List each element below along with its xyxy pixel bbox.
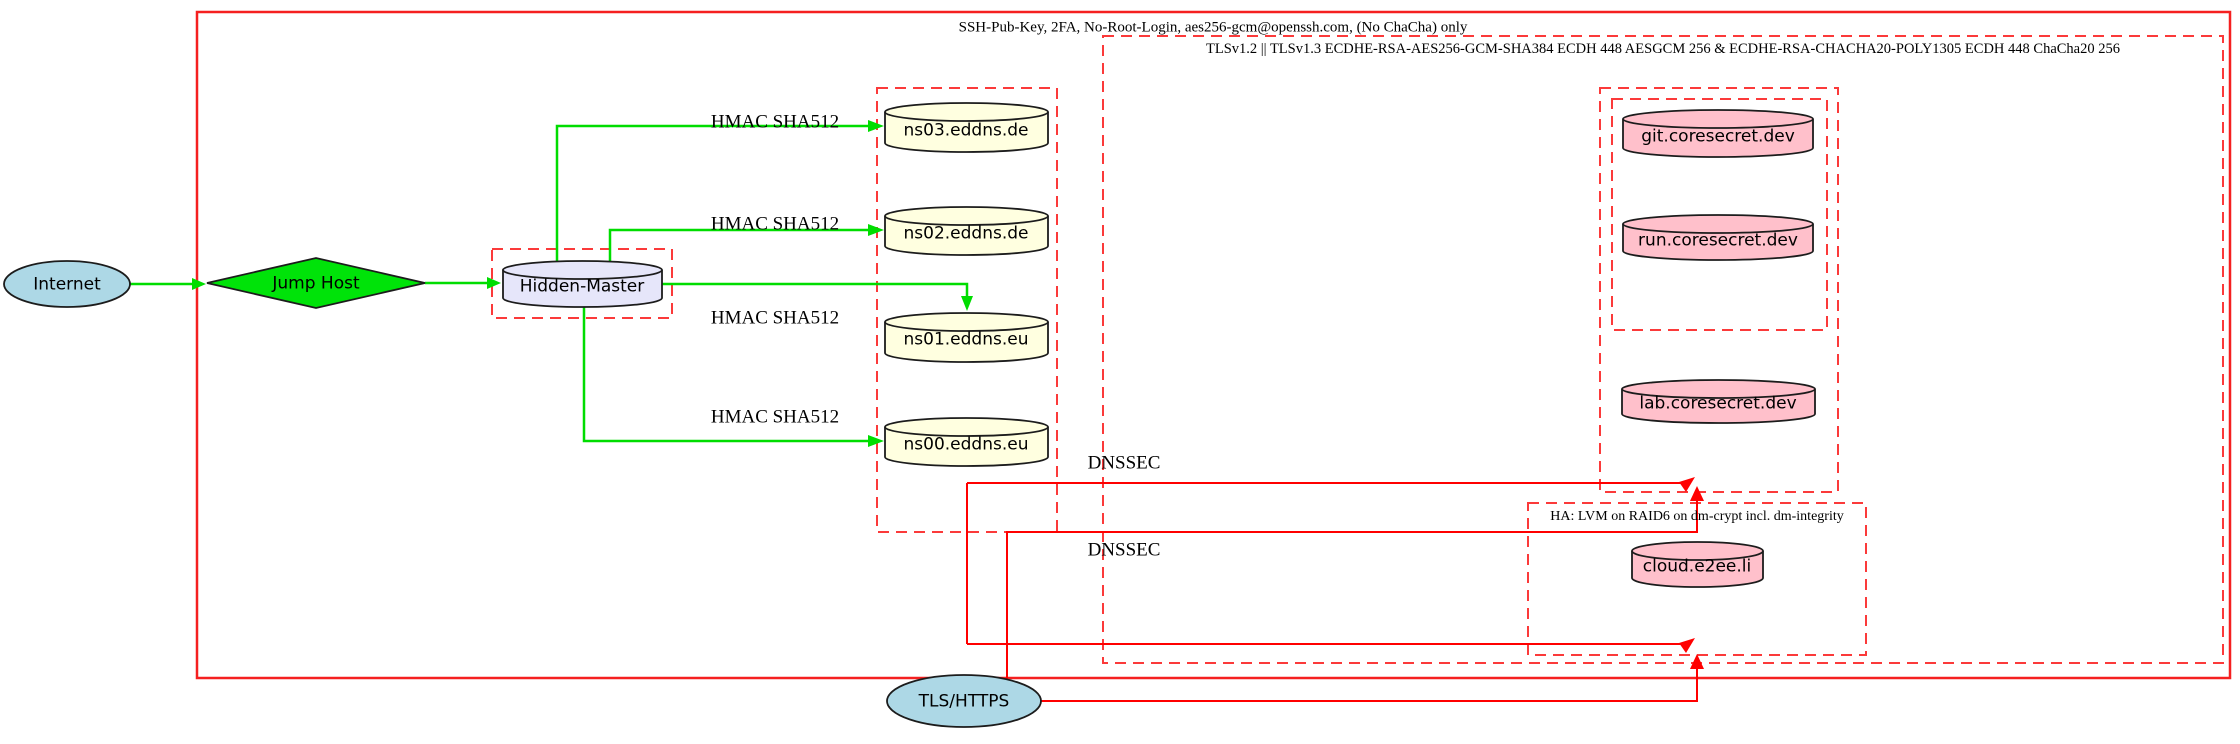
- cloud-cylinder-body: [1631, 541, 1764, 588]
- tls-edge-to-ha-arrowhead: [1690, 654, 1704, 669]
- hidden-master-node-label: Hidden-Master: [519, 276, 645, 297]
- hmac-sha512-label-ns01: HMAC SHA512: [710, 307, 840, 329]
- run-node-label: run.coresecret.dev: [1638, 230, 1798, 251]
- git-cylinder-lid: [1622, 118, 1814, 129]
- internet-node-label: Internet: [33, 274, 101, 295]
- internet-node: [3, 260, 131, 308]
- ns03-node-label: ns03.eddns.de: [903, 120, 1029, 141]
- ns03-cylinder-body: [884, 102, 1049, 153]
- edge-internet-to-jumphost-arrowhead: [192, 278, 206, 290]
- ns03-cylinder-lid: [884, 111, 1049, 122]
- ns02-cylinder-body: [884, 206, 1049, 256]
- hmac-sha512-label-ns00: HMAC SHA512: [710, 406, 840, 428]
- hmac-sha512-label-ns02: HMAC SHA512: [710, 213, 840, 235]
- dnssec-label-ha: DNSSEC: [1087, 539, 1161, 561]
- lab-cylinder-body: [1621, 379, 1816, 424]
- lab-cylinder-lid: [1621, 388, 1816, 399]
- ns01-node: [884, 312, 1049, 363]
- eddns-zone-box: [876, 87, 1058, 533]
- ns00-node: [884, 417, 1049, 467]
- ns00-cylinder-body: [884, 417, 1049, 467]
- run-node: [1622, 214, 1814, 261]
- edge-hiddenmaster-to-ns02: [608, 228, 868, 261]
- ns00-node-label: ns00.eddns.eu: [903, 434, 1029, 455]
- cloud-node: [1631, 541, 1764, 588]
- ns01-cylinder-body: [884, 312, 1049, 363]
- dnssec-edge-to-ha-arrowhead: [1679, 638, 1695, 653]
- lab-node-label: lab.coresecret.dev: [1639, 393, 1797, 414]
- tls-edge-to-coresecret-arrowhead: [1690, 486, 1704, 501]
- tls-zone-title: TLSv1.2 || TLSv1.3 ECDHE-RSA-AES256-GCM-…: [1206, 40, 2120, 57]
- edge-jumphost-to-hiddenmaster-arrowhead: [487, 277, 501, 289]
- dnssec-edge-to-coresecret-arrowhead: [1679, 477, 1695, 492]
- tls-edge-to-coresecret: [1006, 500, 1698, 679]
- dnssec-label-coresecret: DNSSEC: [1087, 452, 1161, 474]
- ssh-boundary-title: SSH-Pub-Key, 2FA, No-Root-Login, aes256-…: [958, 19, 1468, 36]
- tls-edge-to-ha: [1041, 668, 1698, 702]
- cloud-cylinder-lid: [1631, 550, 1764, 561]
- tls-https-node-label: TLS/HTTPS: [918, 691, 1010, 712]
- git-node: [1622, 109, 1814, 158]
- tls-https-node: [886, 674, 1042, 728]
- hidden-master-cylinder-lid: [502, 269, 663, 280]
- ns02-node: [884, 206, 1049, 256]
- git-cylinder-body: [1622, 109, 1814, 158]
- ha-zone-title: HA: LVM on RAID6 on dm-crypt incl. dm-in…: [1550, 509, 1844, 524]
- ns01-cylinder-lid: [884, 321, 1049, 332]
- edge-hiddenmaster-to-ns01-arrowhead: [961, 296, 973, 311]
- lab-node: [1621, 379, 1816, 424]
- hidden-master-zone-box: [491, 248, 673, 319]
- ns02-node-label: ns02.eddns.de: [903, 223, 1029, 244]
- ssh-boundary-box: [195, 10, 2232, 680]
- jump-host-node-label: Jump Host: [272, 273, 360, 294]
- coresecret-inner-zone-box: [1611, 98, 1828, 331]
- edge-hiddenmaster-to-ns00: [582, 307, 868, 443]
- edge-hiddenmaster-to-ns03-arrowhead: [868, 120, 884, 132]
- edge-hiddenmaster-to-ns03: [555, 124, 868, 261]
- run-cylinder-body: [1622, 214, 1814, 261]
- git-node-label: git.coresecret.dev: [1641, 126, 1795, 147]
- edge-hiddenmaster-to-ns01: [662, 282, 969, 296]
- ns03-node: [884, 102, 1049, 153]
- jump-host-node: [206, 257, 426, 309]
- run-cylinder-lid: [1622, 223, 1814, 234]
- tls-zone-box: [1102, 35, 2224, 664]
- edge-hiddenmaster-to-ns00-arrowhead: [868, 435, 884, 447]
- edge-hiddenmaster-to-ns02-arrowhead: [868, 224, 884, 236]
- ns02-cylinder-lid: [884, 215, 1049, 226]
- hidden-master-node: [502, 260, 663, 308]
- hidden-master-cylinder-body: [502, 260, 663, 308]
- ns01-node-label: ns01.eddns.eu: [903, 329, 1029, 350]
- coresecret-outer-zone-box: [1599, 87, 1839, 493]
- hmac-sha512-label-ns03: HMAC SHA512: [710, 111, 840, 133]
- ns00-cylinder-lid: [884, 426, 1049, 437]
- cloud-node-label: cloud.e2ee.li: [1642, 556, 1752, 577]
